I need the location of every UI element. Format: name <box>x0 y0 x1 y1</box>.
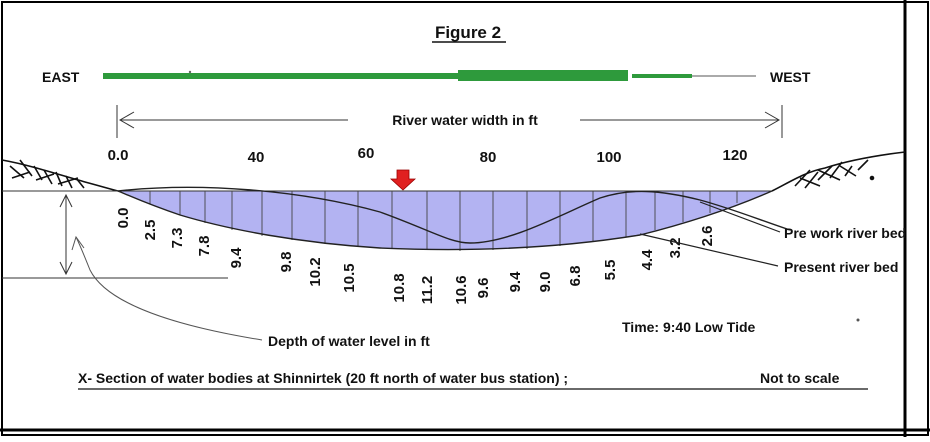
depth-value: 10.8 <box>391 273 408 302</box>
speck <box>188 70 192 74</box>
depth-value: 7.8 <box>196 236 213 257</box>
depth-value: 9.4 <box>228 247 245 269</box>
width-tick: 0.0 <box>108 147 129 164</box>
width-label: River water width in ft <box>392 112 538 128</box>
depth-value: 9.8 <box>278 252 295 273</box>
section-caption: X- Section of water bodies at Shinnirtek… <box>78 370 568 386</box>
present-river-bed-line <box>117 190 773 251</box>
depth-value: 7.3 <box>169 228 186 249</box>
depth-value: 6.8 <box>567 266 584 287</box>
pre-work-bed-label: Pre work river bed <box>784 225 906 241</box>
depth-value: 10.2 <box>307 257 324 286</box>
depth-gridlines <box>149 191 738 251</box>
width-dimension <box>116 105 783 138</box>
depth-value: 4.4 <box>639 249 656 271</box>
figure-title: Figure 2 <box>435 23 501 42</box>
depth-value: 2.6 <box>699 226 716 247</box>
red-arrow-marker <box>389 169 417 191</box>
depth-value: 11.2 <box>419 276 436 304</box>
depth-value: 9.4 <box>507 271 524 293</box>
bed-label-leaders <box>639 201 781 267</box>
depth-value: 10.5 <box>341 263 358 292</box>
water-body <box>118 191 772 250</box>
present-bed-label: Present river bed <box>784 259 898 275</box>
depth-value: 10.6 <box>453 275 470 304</box>
width-tick: 120 <box>722 147 747 164</box>
depth-value: 2.5 <box>142 220 159 241</box>
depth-value: 9.6 <box>475 278 492 299</box>
depth-label: Depth of water level in ft <box>268 333 430 349</box>
depth-reference <box>2 190 228 279</box>
west-label: WEST <box>770 69 811 85</box>
width-tick: 60 <box>358 145 375 162</box>
time-label: Time: 9:40 Low Tide <box>622 319 756 335</box>
depth-value: 0.0 <box>115 208 132 229</box>
depth-value: 9.0 <box>537 272 554 293</box>
east-label: EAST <box>42 69 80 85</box>
depth-values: 0.0 2.5 7.3 7.8 9.4 9.8 10.2 10.5 10.8 1… <box>115 208 716 305</box>
width-tick: 40 <box>248 149 265 166</box>
left-bank <box>1 159 119 192</box>
scale-note: Not to scale <box>760 370 840 386</box>
green-span-bar <box>103 70 756 81</box>
width-tick: 100 <box>596 149 621 166</box>
pre-work-river-bed-line <box>117 186 791 244</box>
speck <box>856 318 860 322</box>
width-tick: 80 <box>480 149 497 166</box>
right-bank <box>771 151 906 192</box>
depth-value: 5.5 <box>602 260 619 281</box>
depth-pointer <box>71 235 263 341</box>
